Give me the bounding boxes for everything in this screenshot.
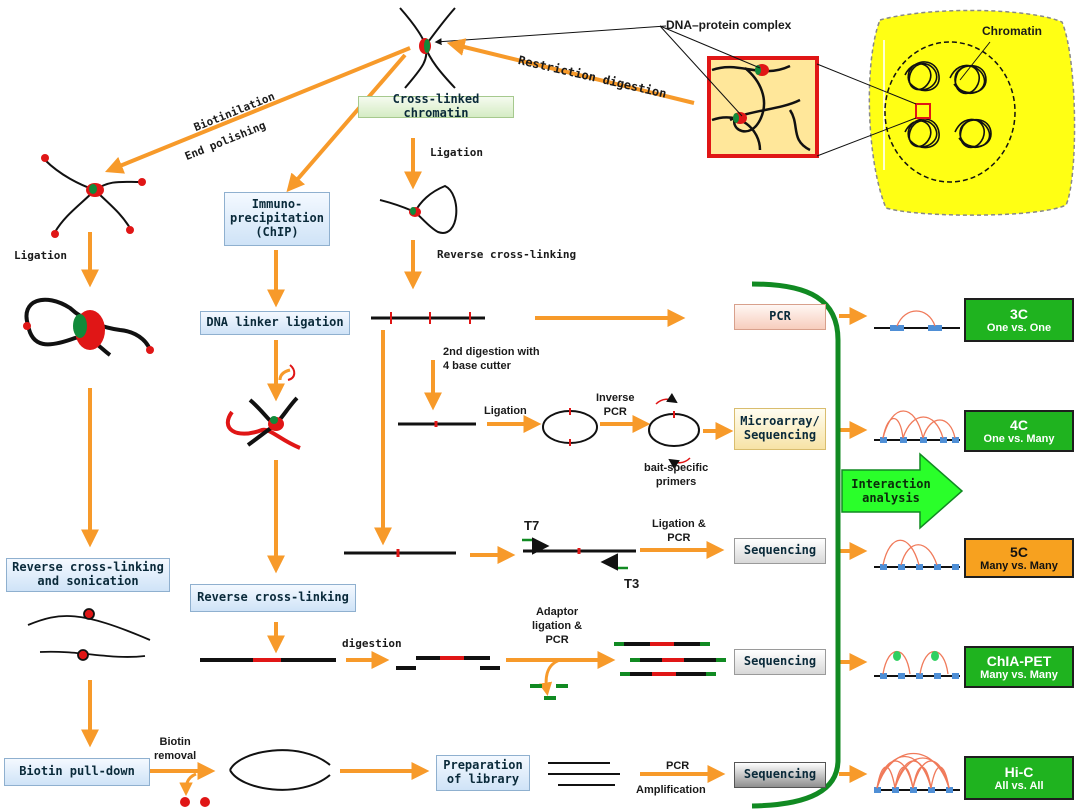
chip-complex	[225, 364, 301, 450]
result-chia-pet-desc: Many vs. Many	[980, 668, 1058, 681]
open-loop	[229, 749, 331, 791]
second-digestion-label: 2nd digestion with 4 base cutter	[443, 346, 540, 372]
reverse-cross-linking-label: Reverse cross-linking	[437, 248, 577, 261]
cross-linked-chromatin-box: Cross-linked chromatin	[358, 92, 514, 120]
linear-dna	[344, 312, 636, 557]
sequencing-5c-box: Sequencing	[734, 538, 826, 564]
dna-protein-complex-label: DNA–protein complex	[666, 18, 792, 32]
ligated-loop	[23, 297, 154, 357]
dna-linker-ligation-box: DNA linker ligation	[200, 311, 350, 335]
bait-specific-primers-label: bait-specific primers	[644, 462, 709, 488]
interaction-analysis-label: Interaction analysis	[851, 477, 931, 505]
result-5c-desc: Many vs. Many	[980, 559, 1058, 572]
ligation-top-label: Ligation	[430, 146, 483, 159]
digestion-label: digestion	[342, 637, 402, 650]
result-hi-c: Hi-C All vs. All	[964, 756, 1074, 800]
result-4c: 4C One vs. Many	[964, 410, 1074, 452]
result-4c-desc: One vs. Many	[983, 432, 1055, 445]
result-3c-name: 3C	[1010, 305, 1028, 322]
arc-plots	[874, 310, 960, 793]
ligation-pcr-label: Ligation & PCR	[652, 518, 706, 544]
result-chia-pet-name: ChIA-PET	[986, 652, 1052, 669]
result-3c: 3C One vs. One	[964, 298, 1074, 342]
ligation-left-label: Ligation	[14, 249, 67, 262]
t3-label: T3	[624, 576, 640, 591]
chromatin-tangles	[904, 61, 992, 149]
result-hi-c-desc: All vs. All	[994, 779, 1044, 792]
library-fragments	[548, 762, 620, 786]
inverse-pcr-label: Inverse PCR	[596, 392, 635, 418]
result-3c-desc: One vs. One	[986, 321, 1052, 334]
preparation-library-box: Preparation of library	[436, 755, 530, 791]
result-chia-pet: ChIA-PET Many vs. Many	[964, 646, 1074, 688]
result-4c-name: 4C	[1010, 416, 1028, 433]
pcr-label: PCR	[666, 760, 690, 772]
reverse-sonication-box: Reverse cross-linking and sonication	[6, 558, 170, 592]
result-5c-name: 5C	[1010, 543, 1028, 560]
t7-label: T7	[524, 518, 540, 533]
nucleus	[868, 9, 1076, 216]
reverse-cross-linking-chip-box: Reverse cross-linking	[190, 584, 356, 612]
sonicated-fragments	[27, 608, 151, 661]
amplification-label: Amplification	[636, 784, 706, 796]
biotinylated-complex	[41, 154, 146, 238]
sequencing-chia-box: Sequencing	[734, 649, 826, 675]
flow-arrows	[81, 38, 868, 783]
biotin-removal-label: Biotin removal	[154, 736, 197, 762]
result-5c: 5C Many vs. Many	[964, 538, 1074, 578]
adaptor-ligation-label: Adaptor ligation & PCR	[532, 606, 583, 646]
chromatin-label: Chromatin	[982, 24, 1042, 38]
analysis-bracket	[751, 281, 841, 809]
pcr-box: PCR	[734, 304, 826, 330]
ligation-mid-label: Ligation	[484, 405, 527, 417]
interaction-arrow	[841, 452, 964, 530]
chip-dna	[200, 642, 726, 700]
ligated-product	[379, 184, 458, 234]
biotin-pull-down-box: Biotin pull-down	[4, 758, 150, 786]
immunoprecipitation-box: Immuno- precipitation (ChIP)	[224, 192, 330, 246]
result-hi-c-name: Hi-C	[1004, 763, 1034, 780]
microarray-box: Microarray/ Sequencing	[734, 408, 826, 450]
sequencing-hic-box: Sequencing	[734, 762, 826, 788]
